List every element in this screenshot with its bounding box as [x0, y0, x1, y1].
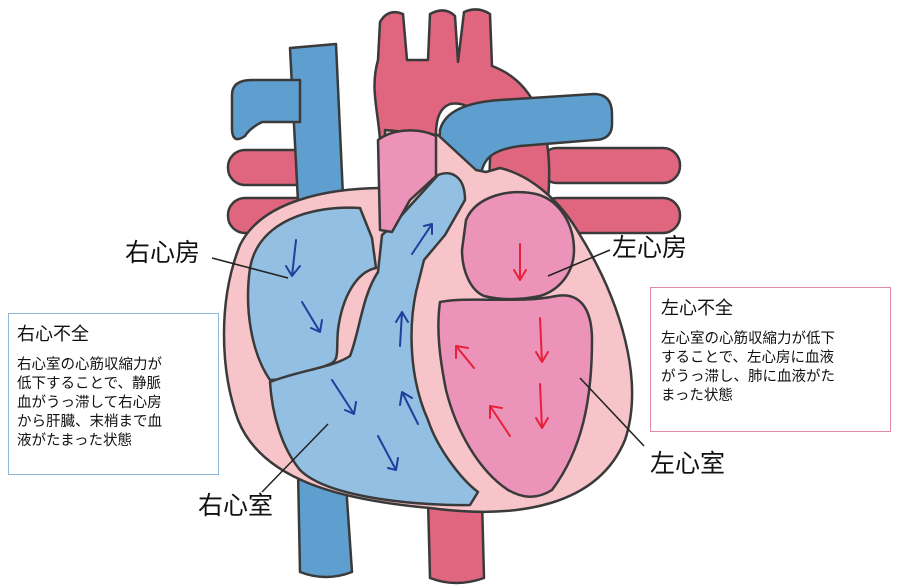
- flow-arrow-blue-7: [411, 223, 433, 255]
- flow-arrow-blue-4: [377, 435, 399, 471]
- left-heart-failure-title: 左心不全: [661, 298, 733, 319]
- right-failure-line: 血がうっ滞して右心房: [17, 395, 162, 411]
- pulmonary-trunk-base: [376, 129, 438, 234]
- descending-aorta: [426, 498, 486, 585]
- right-failure-line: 右心室の心筋収縮力が: [17, 357, 162, 373]
- flow-arrow-blue-1: [285, 239, 301, 277]
- flow-arrow-blue-3: [331, 379, 357, 415]
- left-ventricle: [437, 294, 594, 498]
- leader-right-ventricle: [261, 423, 329, 493]
- left-heart-failure-box: 左心不全 左心室の心筋収縮力が低下 することで、左心房に血液 がうっ滞し、肺に血…: [650, 287, 891, 432]
- pulmonary-artery: [436, 92, 614, 182]
- right-ventricle: [268, 172, 480, 507]
- leader-left-atrium: [547, 249, 611, 277]
- label-right-ventricle: 右心室: [198, 491, 273, 520]
- label-left-ventricle: 左心室: [650, 449, 725, 478]
- inferior-vena-cava: [296, 468, 354, 579]
- flow-arrow-blue-5: [399, 391, 419, 425]
- left-failure-line: 左心室の心筋収縮力が低下: [661, 331, 835, 347]
- right-heart-failure-text: 右心室の心筋収縮力が 低下することで、静脈 血がうっ滞して右心房 から肝臓、末梢…: [17, 356, 210, 451]
- pulmonary-vein-right-upper: [538, 146, 682, 185]
- flow-arrow-red-2: [535, 317, 549, 363]
- right-failure-line: 液がたまった状態: [17, 433, 132, 449]
- flow-arrow-red-4: [455, 345, 475, 369]
- right-heart-failure-box: 右心不全 右心室の心筋収縮力が 低下することで、静脈 血がうっ滞して右心房 から…: [8, 313, 219, 475]
- leader-left-ventricle: [579, 377, 645, 447]
- right-failure-line: 低下することで、静脈: [17, 376, 161, 392]
- label-right-atrium: 右心房: [125, 238, 200, 267]
- left-atrium: [460, 190, 576, 301]
- leader-right-atrium: [211, 257, 289, 279]
- flow-arrow-blue-2: [301, 301, 323, 333]
- flow-arrow-blue-6: [395, 311, 409, 347]
- flow-arrow-red-1: [513, 243, 527, 281]
- label-left-atrium: 左心房: [612, 233, 687, 262]
- left-failure-line: がうっ滞し、肺に血液がた: [661, 369, 835, 385]
- flow-arrow-red-5: [489, 405, 511, 437]
- left-failure-line: することで、左心房に血液: [661, 350, 834, 366]
- right-failure-line: から肝臓、末梢まで血: [17, 414, 162, 430]
- brachiocephalic-vein: [230, 78, 302, 141]
- left-failure-line: まった状態: [661, 388, 733, 404]
- left-heart-failure-text: 左心室の心筋収縮力が低下 することで、左心房に血液 がうっ滞し、肺に血液がた ま…: [661, 330, 880, 406]
- right-atrium: [246, 206, 378, 382]
- right-heart-failure-title: 右心不全: [17, 324, 89, 345]
- flow-arrow-red-3: [535, 383, 549, 429]
